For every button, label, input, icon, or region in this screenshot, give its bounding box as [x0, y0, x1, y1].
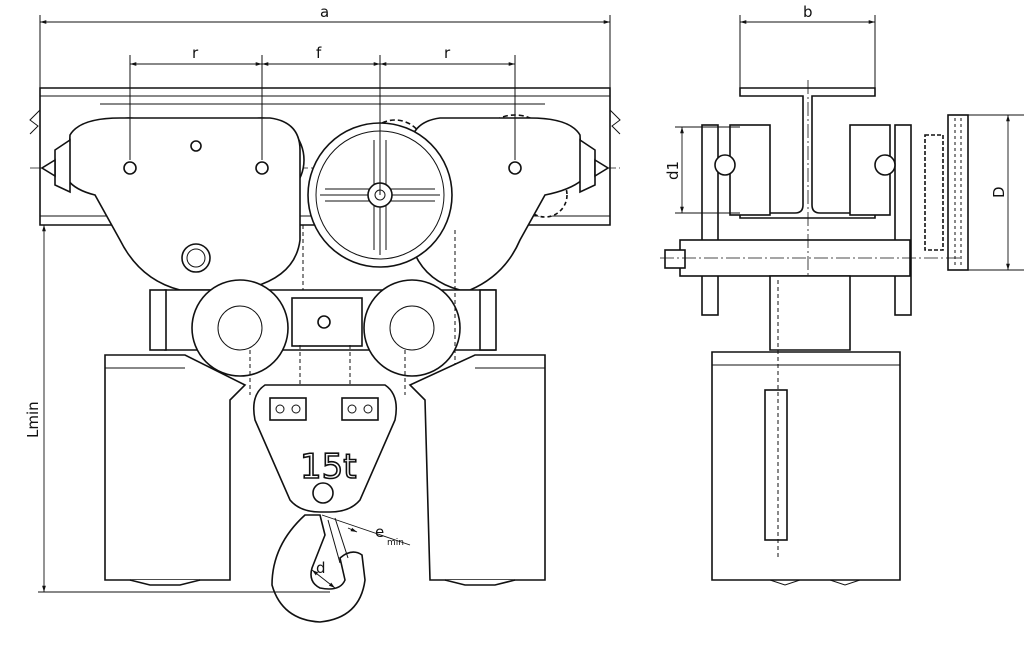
front-view: 15t [29, 87, 621, 623]
dim-D-label: D [990, 186, 1008, 198]
side-view [660, 80, 969, 586]
dim-a-label: a [320, 3, 329, 21]
dim-d1-label: d1 [664, 161, 682, 180]
hand-chain-wheel-side [947, 114, 969, 271]
dim-r-right-label: r [444, 44, 451, 62]
i-beam-section [739, 87, 876, 219]
trolley-side-plate-right [409, 117, 583, 291]
gearbox-left [104, 354, 247, 581]
hook-block: 15t [252, 384, 398, 513]
gearbox-right [408, 354, 546, 581]
front-dimensions: a r f r Lmin e min d [24, 3, 611, 593]
trolley-side-plate-left [67, 117, 301, 291]
dim-e-subscript: min [387, 538, 404, 548]
side-dimensions: b d1 D [664, 3, 1024, 271]
dim-e-label: e [375, 523, 384, 541]
dim-b-label: b [803, 3, 813, 21]
capacity-label: 15t [300, 447, 357, 487]
dim-f-label: f [316, 44, 322, 62]
load-sheave [191, 279, 289, 377]
dim-lmin-label: Lmin [24, 401, 42, 438]
dim-d-label: d [316, 559, 326, 577]
load-sheave [363, 279, 461, 377]
hoist-body-side [711, 351, 901, 581]
dim-r-left-label: r [192, 44, 199, 62]
